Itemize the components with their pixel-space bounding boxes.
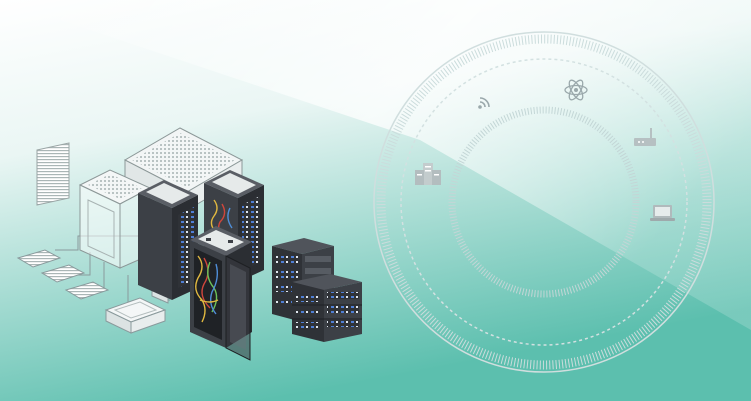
server-rack-3-open: [190, 226, 252, 361]
laptop-icon: [650, 205, 675, 221]
light-sweep: [0, 0, 751, 330]
router-icon: [634, 128, 656, 146]
wall-grille-panel: [36, 142, 70, 206]
outer-ring: [373, 31, 715, 373]
inner-tick-ring: [448, 106, 640, 298]
glass-enclosure: [78, 169, 152, 269]
server-rack-1: [138, 180, 198, 300]
wifi-signal-icon: [478, 97, 490, 109]
network-switch-stack-2: [292, 274, 362, 342]
middle-dashed-ring: [400, 58, 688, 346]
network-orbit-diagram: [373, 31, 715, 373]
outer-tick-ring: [376, 34, 712, 370]
server-cluster-icon: [415, 163, 441, 185]
atom-icon: [564, 79, 588, 101]
data-center-illustration: [16, 127, 362, 361]
